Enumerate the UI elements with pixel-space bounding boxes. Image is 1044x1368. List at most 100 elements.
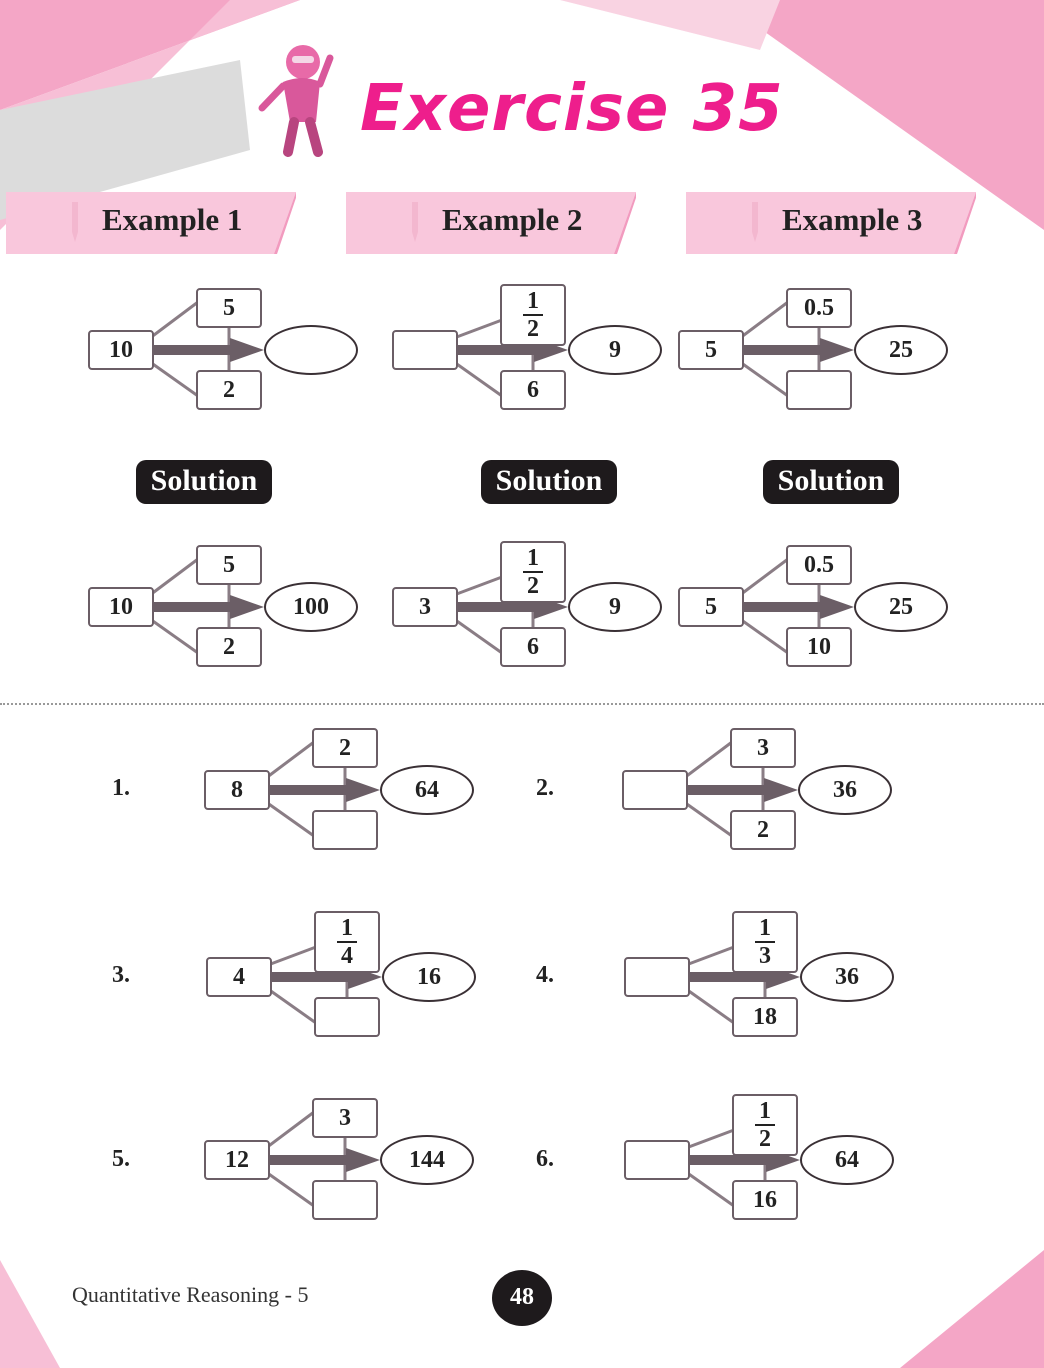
input-box: 12 bbox=[204, 1140, 270, 1180]
connector-line bbox=[267, 987, 317, 1025]
fraction-denominator: 3 bbox=[759, 943, 771, 969]
top-operand-box: 5 bbox=[196, 545, 262, 585]
bottom-operand-box[interactable] bbox=[312, 810, 378, 850]
solution-badge-2: Solution bbox=[481, 460, 617, 504]
connector-line bbox=[453, 360, 503, 398]
fraction-bar bbox=[755, 1124, 775, 1126]
solution-badge-3: Solution bbox=[763, 460, 899, 504]
input-box: 4 bbox=[206, 957, 272, 997]
fraction-numerator: 1 bbox=[759, 915, 771, 941]
input-box: 5 bbox=[678, 330, 744, 370]
top-operand-box: 3 bbox=[312, 1098, 378, 1138]
input-box: 3 bbox=[392, 587, 458, 627]
question-number-6: 6. bbox=[536, 1146, 554, 1172]
arrow-icon bbox=[154, 338, 264, 362]
connector-line bbox=[149, 360, 199, 398]
input-box[interactable] bbox=[624, 957, 690, 997]
result-oval: 25 bbox=[854, 582, 948, 632]
connector-line bbox=[453, 318, 503, 340]
example-3-banner: Example 3 bbox=[686, 192, 976, 254]
bottom-operand-box: 10 bbox=[786, 627, 852, 667]
top-operand-box: 2 bbox=[312, 728, 378, 768]
connector-line bbox=[685, 987, 735, 1025]
arrow-icon bbox=[270, 1148, 380, 1172]
bottom-operand-box: 16 bbox=[732, 1180, 798, 1220]
connector-line bbox=[265, 800, 315, 838]
bottom-operand-box[interactable] bbox=[314, 997, 380, 1037]
fraction-bar bbox=[755, 941, 775, 943]
question-number-1: 1. bbox=[112, 775, 130, 801]
question-number-4: 4. bbox=[536, 962, 554, 988]
input-box: 10 bbox=[88, 587, 154, 627]
connector-line bbox=[149, 300, 199, 340]
result-oval: 16 bbox=[382, 952, 476, 1002]
book-title: Quantitative Reasoning - 5 bbox=[72, 1282, 309, 1307]
connector-line bbox=[739, 617, 789, 655]
bottom-operand-box: 2 bbox=[730, 810, 796, 850]
solution-badge-1: Solution bbox=[136, 460, 272, 504]
fraction-numerator: 1 bbox=[527, 288, 539, 314]
input-box: 5 bbox=[678, 587, 744, 627]
result-oval[interactable] bbox=[264, 325, 358, 375]
arrow-icon bbox=[154, 595, 264, 619]
example-2-label: Example 2 bbox=[442, 202, 583, 237]
connector-line bbox=[739, 360, 789, 398]
example-3-label: Example 3 bbox=[782, 202, 923, 237]
fraction-denominator: 2 bbox=[759, 1126, 771, 1152]
fraction-numerator: 1 bbox=[527, 545, 539, 571]
connector-line bbox=[685, 1170, 735, 1208]
top-operand-box: 0.5 bbox=[786, 545, 852, 585]
bottom-operand-box[interactable] bbox=[786, 370, 852, 410]
connector-line bbox=[453, 617, 503, 655]
input-box[interactable] bbox=[392, 330, 458, 370]
connector-line bbox=[149, 557, 199, 597]
fraction-numerator: 1 bbox=[759, 1098, 771, 1124]
pencil-icon bbox=[72, 202, 78, 242]
fraction-denominator: 2 bbox=[527, 573, 539, 599]
connector-line bbox=[265, 1110, 315, 1150]
fraction-numerator: 1 bbox=[341, 915, 353, 941]
result-oval: 64 bbox=[380, 765, 474, 815]
input-box: 10 bbox=[88, 330, 154, 370]
example-2-banner: Example 2 bbox=[346, 192, 636, 254]
pencil-icon bbox=[752, 202, 758, 242]
connector-line bbox=[739, 300, 789, 340]
example-1-label: Example 1 bbox=[102, 202, 243, 237]
question-number-2: 2. bbox=[536, 775, 554, 801]
fraction-denominator: 2 bbox=[527, 316, 539, 342]
question-number-5: 5. bbox=[112, 1146, 130, 1172]
bottom-operand-box: 2 bbox=[196, 370, 262, 410]
connector-line bbox=[685, 1128, 735, 1150]
arrow-icon bbox=[688, 778, 798, 802]
bottom-operand-box: 18 bbox=[732, 997, 798, 1037]
bottom-operand-box[interactable] bbox=[312, 1180, 378, 1220]
connector-line bbox=[265, 1170, 315, 1208]
result-oval: 9 bbox=[568, 582, 662, 632]
example-1-banner: Example 1 bbox=[6, 192, 296, 254]
fraction-bar bbox=[337, 941, 357, 943]
top-operand-box: 5 bbox=[196, 288, 262, 328]
input-box[interactable] bbox=[624, 1140, 690, 1180]
connector-line bbox=[739, 557, 789, 597]
bottom-operand-box: 2 bbox=[196, 627, 262, 667]
result-oval: 36 bbox=[798, 765, 892, 815]
connector-line bbox=[453, 575, 503, 597]
result-oval: 144 bbox=[380, 1135, 474, 1185]
input-box[interactable] bbox=[622, 770, 688, 810]
connector-line bbox=[685, 945, 735, 967]
exercise-title: Exercise 35 bbox=[360, 72, 784, 146]
pencil-icon bbox=[412, 202, 418, 242]
